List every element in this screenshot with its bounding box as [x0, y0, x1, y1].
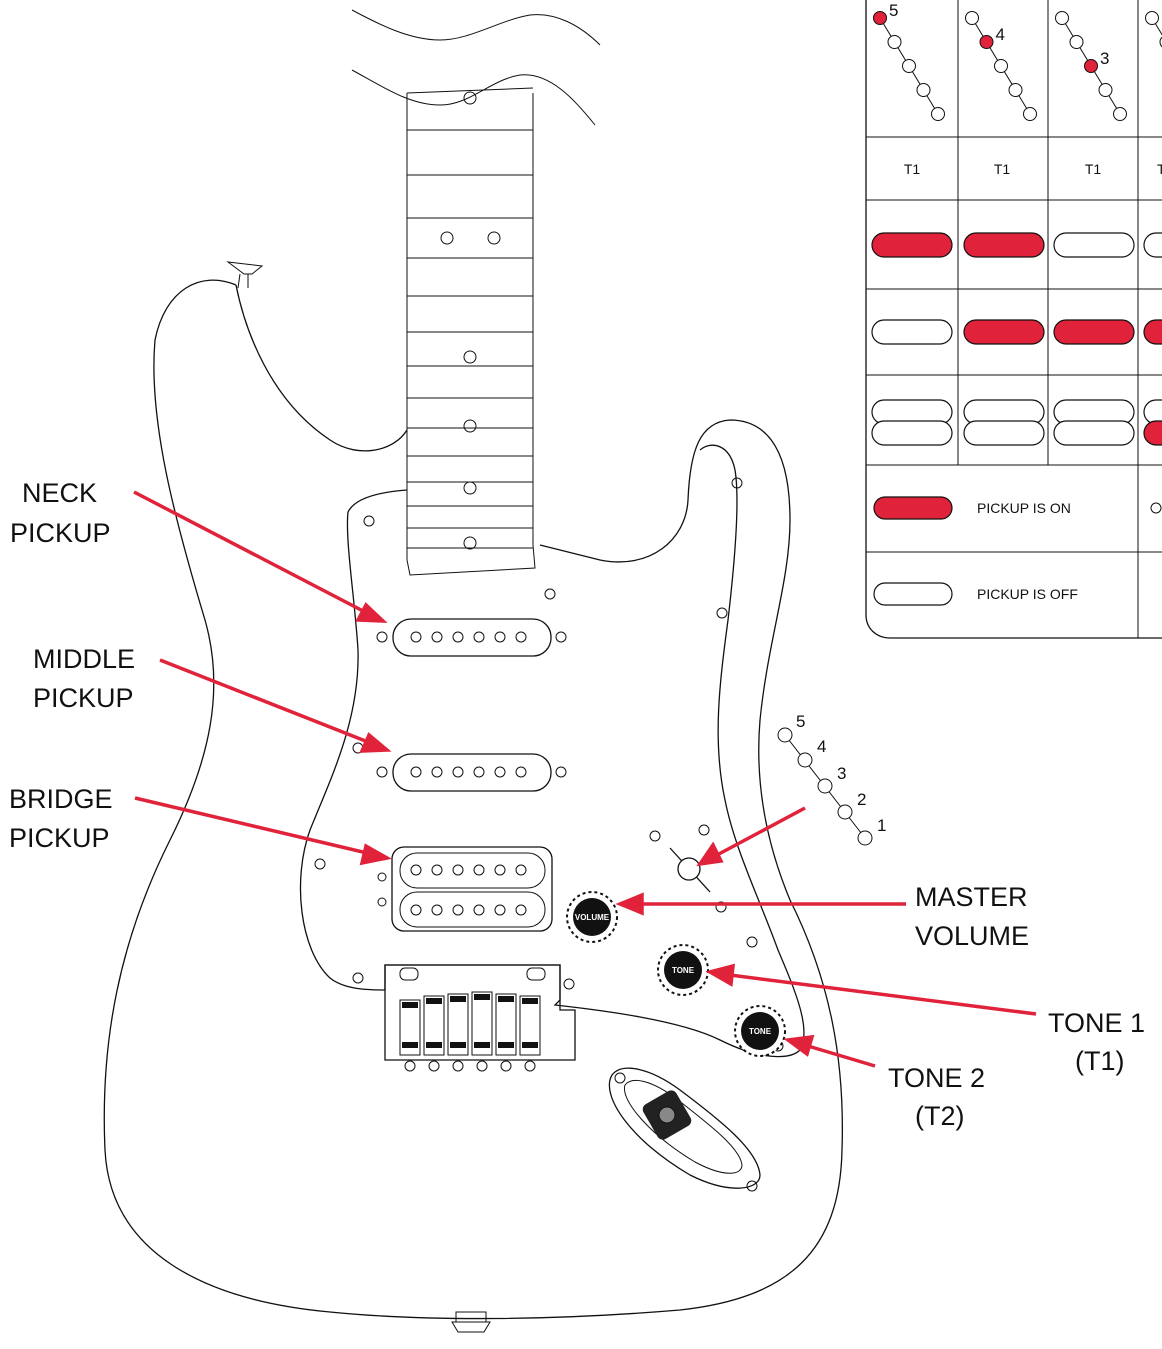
middle-pickup-label-1: MIDDLE	[33, 644, 135, 674]
pickup-pill-neck	[1053, 232, 1135, 258]
selector-label-4: 4	[817, 737, 826, 756]
switch-position-table: 5 4 3 T1 T1 T1 T PICKUP IS ON PICKUP IS OF…	[865, 0, 1162, 639]
switch-dot	[965, 11, 979, 25]
switch-dot	[1023, 107, 1037, 121]
switch-dot	[1084, 59, 1098, 73]
pickup-pill-bridge-lower	[963, 420, 1045, 446]
switch-position-number: 3	[1100, 49, 1109, 68]
bridge-pickup-label-2: PICKUP	[9, 823, 110, 853]
bridge-pole-pieces	[410, 864, 527, 916]
pickup-pill-neck	[1143, 232, 1162, 258]
tone1-knob-label: TONE	[672, 966, 695, 975]
frets	[407, 129, 533, 549]
tone2-label-2: (T2)	[915, 1101, 965, 1131]
legend-off-swatch	[873, 582, 953, 606]
pickup-selector-switch[interactable]	[669, 847, 711, 893]
switch-position-number: 5	[889, 1, 898, 20]
master-volume-label-2: VOLUME	[915, 921, 1029, 951]
tremolo-bridge	[384, 964, 576, 1072]
guitar-neck	[351, 9, 601, 576]
middle-pole-pieces	[410, 766, 527, 778]
pickup-pill-bridge-lower	[1053, 420, 1135, 446]
table-tone-3: T1	[1085, 161, 1102, 177]
bridge-pickup-label-1: BRIDGE	[9, 784, 113, 814]
selector-label-1: 1	[877, 816, 886, 835]
guitar-body	[103, 261, 843, 1333]
neck-pickup-label-1: NECK	[22, 478, 97, 508]
switch-dot	[887, 35, 902, 49]
pickup-pill-bridge-lower	[1143, 420, 1162, 446]
pickup-pill-middle	[871, 319, 953, 345]
neck-pickup	[376, 618, 567, 657]
switch-dot	[873, 11, 887, 25]
pickup-pill-middle	[963, 319, 1045, 345]
legend-on-swatch	[873, 496, 953, 520]
switch-dot	[1113, 107, 1127, 121]
selector-label-3: 3	[837, 764, 846, 783]
legend-off-label: PICKUP IS OFF	[977, 586, 1078, 602]
legend-on-label: PICKUP IS ON	[977, 500, 1071, 516]
tone2-knob-label: TONE	[749, 1027, 772, 1036]
volume-knob-label: VOLUME	[575, 913, 610, 922]
pickup-pill-bridge-upper	[1143, 399, 1162, 425]
pickup-pill-neck	[963, 232, 1045, 258]
bridge-humbucker	[377, 846, 553, 932]
table-tone-2: T1	[994, 161, 1011, 177]
middle-pickup	[376, 753, 567, 792]
switch-dot	[1008, 83, 1023, 97]
switch-position-number: 4	[996, 25, 1005, 44]
switch-dot	[994, 59, 1008, 73]
table-tone-1: T1	[904, 161, 921, 177]
pickup-pill-middle	[1053, 319, 1135, 345]
switch-dot	[1069, 35, 1084, 49]
neck-pickup-label-2: PICKUP	[10, 518, 111, 548]
switch-dot	[979, 35, 994, 49]
fret-markers	[440, 91, 501, 550]
master-volume-label-1: MASTER	[915, 882, 1028, 912]
tone1-knob[interactable]: TONE	[657, 944, 709, 996]
output-jack	[608, 1067, 761, 1192]
switch-dot	[902, 59, 916, 73]
pickup-state-indicators	[871, 232, 1162, 446]
middle-pickup-label-2: PICKUP	[33, 683, 134, 713]
switch-dot	[916, 83, 931, 97]
pickup-pill-neck	[871, 232, 953, 258]
table-switch-diagrams: 5 4 3	[873, 1, 1162, 121]
table-tone-4: T	[1157, 161, 1162, 177]
bridge-screws	[404, 1060, 536, 1072]
tone2-label-1: TONE 2	[888, 1063, 985, 1093]
pickup-pill-middle	[1143, 319, 1162, 345]
tone2-knob[interactable]: TONE	[734, 1005, 786, 1057]
neck-pole-pieces	[410, 631, 527, 643]
selector-label-5: 5	[796, 712, 805, 731]
switch-dot	[931, 107, 945, 121]
callout-arrows	[133, 490, 1037, 1068]
tone1-label-2: (T1)	[1075, 1046, 1125, 1076]
tone1-label-1: TONE 1	[1048, 1008, 1145, 1038]
volume-knob[interactable]: VOLUME	[566, 891, 618, 943]
selector-label-2: 2	[857, 790, 866, 809]
switch-dot	[1098, 83, 1113, 97]
switch-dot	[1055, 11, 1069, 25]
saddles	[399, 991, 541, 1056]
switch-dot	[1145, 11, 1159, 25]
selector-position-diagram: 5 4 3 2 1	[777, 712, 886, 846]
pickup-pill-bridge-lower	[871, 420, 953, 446]
